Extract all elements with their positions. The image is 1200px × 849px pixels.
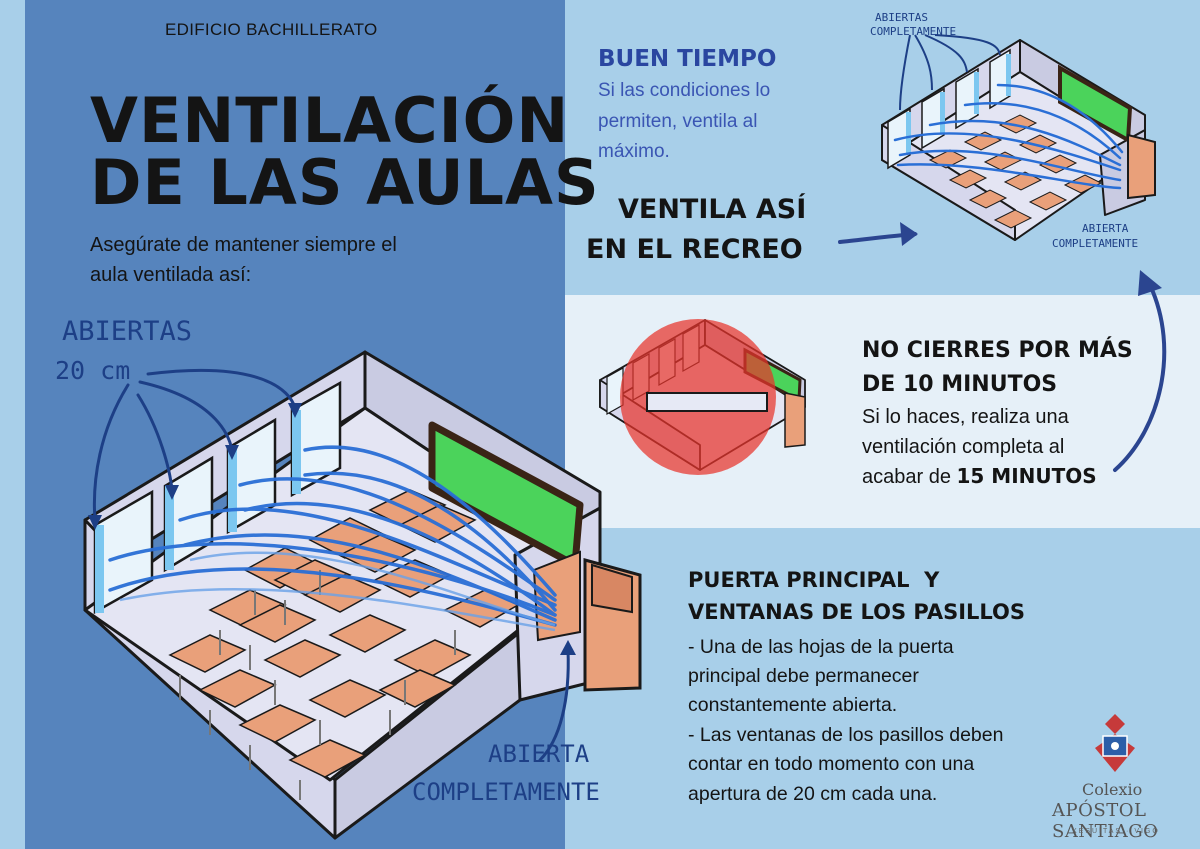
logo-line1: Colexio: [1082, 780, 1143, 799]
door-corridor-line1: - Una de las hojas de la puerta: [688, 636, 954, 658]
windows-label-line2: 20 cm: [55, 356, 131, 385]
stop-illustration: [599, 319, 806, 475]
door-corridor-title-line1: PUERTA PRINCIPAL Y: [688, 568, 940, 592]
windows-label-line1: ABIERTAS: [62, 316, 193, 347]
page-title-line2: DE LAS AULAS: [90, 146, 600, 219]
recess-windows-label-line2: COMPLETAMENTE: [870, 25, 957, 38]
recess-windows-label-line1: ABIERTAS: [875, 11, 928, 24]
recess-classroom-illustration: [881, 34, 1156, 241]
intro-line2: aula ventilada así:: [90, 264, 252, 286]
door-corridor-title-line2: VENTANAS DE LOS PASILLOS: [688, 600, 1026, 624]
recess-cta-line1: VENTILA ASÍ: [618, 194, 807, 225]
no-close-title-line1: NO CIERRES POR MÁS: [862, 338, 1133, 363]
door-corridor-line6: apertura de 20 cm cada una.: [688, 783, 938, 805]
no-close-line3-strong: 15 MINUTOS: [956, 464, 1097, 488]
page-title-line1: VENTILACIÓN: [90, 84, 570, 157]
recess-door-label-line2: COMPLETAMENTE: [1052, 237, 1139, 250]
no-close-line3-prefix: acabar de: [862, 466, 957, 488]
door-label-line2: COMPLETAMENTE: [412, 778, 600, 806]
door-corridor-line2: principal debe permanecer: [688, 665, 919, 687]
logo-line3: XESUÍTAS · VIGO: [1072, 828, 1160, 835]
recess-cta-line2: EN EL RECREO: [586, 234, 803, 265]
logo-shield-icon: [1095, 714, 1135, 772]
no-close-line3: acabar de 15 MINUTOS: [862, 464, 1097, 489]
logo-line2: APÓSTOL SANTIAGO: [1052, 800, 1159, 842]
good-weather-line1: Si las condiciones lo: [598, 80, 771, 101]
good-weather-title: BUEN TIEMPO: [598, 46, 777, 72]
door-corridor-line5: contar en todo momento con una: [688, 753, 975, 775]
no-close-line2: ventilación completa al: [862, 436, 1065, 458]
recess-door-label-line1: ABIERTA: [1082, 222, 1129, 235]
door-corridor-line4: - Las ventanas de los pasillos deben: [688, 724, 1004, 746]
intro-line1: Asegúrate de mantener siempre el: [90, 234, 397, 256]
good-weather-line2: permiten, ventila al: [598, 111, 758, 132]
door-label-line1: ABIERTA: [488, 740, 590, 768]
good-weather-line3: máximo.: [598, 141, 670, 162]
no-close-title-line2: DE 10 MINUTOS: [862, 372, 1058, 397]
building-label: EDIFICIO BACHILLERATO: [165, 20, 378, 39]
door-corridor-line3: constantemente abierta.: [688, 694, 898, 716]
no-close-line1: Si lo haces, realiza una: [862, 406, 1069, 428]
door-corridor-panel: [565, 528, 1200, 849]
